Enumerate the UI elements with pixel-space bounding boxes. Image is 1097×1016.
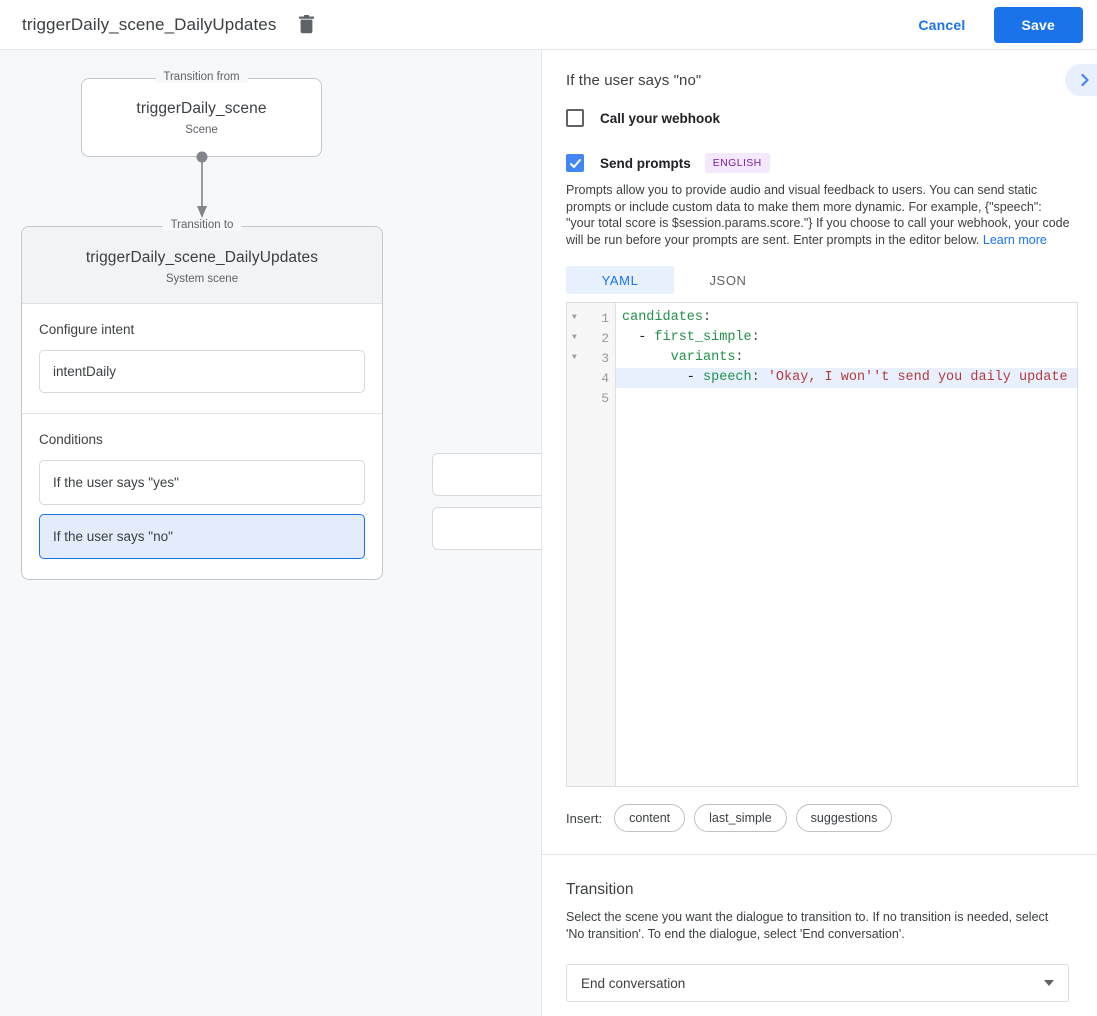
- configure-intent-section: Configure intent intentDaily: [22, 304, 382, 414]
- gutter-line-4: 4: [567, 368, 615, 388]
- language-badge: ENGLISH: [704, 153, 770, 173]
- transition-from-type: Scene: [185, 123, 218, 136]
- call-webhook-checkbox[interactable]: [566, 109, 584, 127]
- gutter-line-1: ▼1: [567, 308, 615, 328]
- editor-gutter: ▼1 ▼2 ▼3 4 5: [567, 303, 616, 786]
- transition-from-node[interactable]: Transition from triggerDaily_scene Scene: [81, 71, 322, 157]
- delete-button[interactable]: [292, 11, 320, 39]
- code-key: first_simple: [654, 330, 752, 345]
- details-panel-scroll[interactable]: If the user says "no" Call your webhook: [542, 50, 1097, 1016]
- insert-chip-last-simple[interactable]: last_simple: [694, 804, 787, 832]
- flow-connector: [196, 151, 208, 218]
- chevron-right-icon: [1081, 73, 1089, 87]
- code-punc: :: [735, 350, 744, 365]
- transition-from-name: triggerDaily_scene: [136, 99, 267, 117]
- top-bar: triggerDaily_scene_DailyUpdates Cancel S…: [0, 0, 1097, 50]
- tab-json[interactable]: JSON: [709, 272, 747, 288]
- insert-row: Insert: content last_simple suggestions: [542, 804, 1097, 832]
- line-number: 1: [601, 310, 609, 326]
- insert-label: Insert:: [566, 810, 603, 826]
- transition-to-name: triggerDaily_scene_DailyUpdates: [85, 249, 319, 266]
- fold-toggle-icon[interactable]: ▼: [572, 353, 577, 362]
- code-key: speech: [703, 370, 752, 385]
- flow-canvas[interactable]: Transition from triggerDaily_scene Scene…: [0, 50, 542, 1016]
- editor-format-tabs: YAML JSON: [566, 266, 1073, 294]
- code-line-2: - first_simple:: [616, 328, 1077, 348]
- line-number: 3: [601, 350, 609, 366]
- line-number: 5: [601, 390, 609, 406]
- code-punc: :: [751, 370, 768, 385]
- gutter-line-3: ▼3: [567, 348, 615, 368]
- prompt-code-editor[interactable]: ▼1 ▼2 ▼3 4 5 candidates: - first_simple:…: [566, 302, 1078, 787]
- page-title: triggerDaily_scene_DailyUpdates: [22, 14, 277, 34]
- fold-toggle-icon[interactable]: ▼: [572, 333, 577, 342]
- details-panel-header: If the user says "no": [542, 50, 1097, 96]
- gutter-line-5: 5: [567, 388, 615, 408]
- transition-to-header[interactable]: triggerDaily_scene_DailyUpdates System s…: [22, 227, 382, 304]
- call-webhook-label: Call your webhook: [600, 110, 721, 126]
- transition-select[interactable]: End conversation: [566, 964, 1069, 1002]
- condition-item-no[interactable]: If the user says "no": [39, 514, 365, 559]
- transition-to-type: System scene: [165, 273, 239, 285]
- line-number: 2: [601, 330, 609, 346]
- code-line-1: candidates:: [616, 308, 1077, 328]
- transition-title: Transition: [566, 881, 634, 898]
- condition-item-yes[interactable]: If the user says "yes": [39, 460, 365, 505]
- send-prompts-row: Send prompts ENGLISH: [542, 153, 1097, 173]
- code-line-5: [616, 388, 1077, 408]
- code-key: variants: [670, 350, 736, 365]
- collapse-panel-button[interactable]: [1065, 64, 1097, 96]
- body-split: Transition from triggerDaily_scene Scene…: [0, 50, 1097, 1016]
- editor-code-area[interactable]: candidates: - first_simple: variants: - …: [616, 303, 1077, 786]
- checkmark-icon: [569, 158, 581, 168]
- section-divider: [542, 854, 1097, 855]
- details-panel-title: If the user says "no": [566, 72, 702, 89]
- code-key: candidates: [622, 310, 704, 325]
- gutter-line-2: ▼2: [567, 328, 615, 348]
- code-line-4: - speech: 'Okay, I won''t send you daily…: [616, 368, 1077, 388]
- tab-yaml[interactable]: YAML: [566, 266, 674, 294]
- conditions-section: Conditions If the user says "yes" If the…: [22, 414, 382, 579]
- trash-icon: [298, 15, 314, 34]
- transition-to-node: Transition to triggerDaily_scene_DailyUp…: [21, 219, 383, 580]
- learn-more-link[interactable]: Learn more: [982, 232, 1047, 247]
- fold-toggle-icon[interactable]: ▼: [572, 313, 577, 322]
- code-indent: -: [622, 370, 704, 385]
- send-prompts-label: Send prompts: [600, 155, 691, 171]
- save-button[interactable]: Save: [993, 6, 1083, 43]
- code-indent: [622, 350, 671, 365]
- transition-to-legend: Transition to: [162, 219, 242, 231]
- configure-intent-label: Configure intent: [39, 322, 135, 337]
- code-punc: :: [751, 330, 760, 345]
- prompts-description: Prompts allow you to provide audio and v…: [542, 182, 1097, 248]
- details-panel: If the user says "no" Call your webhook: [542, 50, 1097, 1016]
- code-punc: :: [703, 310, 712, 325]
- send-prompts-checkbox[interactable]: [566, 154, 584, 172]
- code-indent: -: [622, 330, 655, 345]
- target-node-stub-no[interactable]: [432, 507, 541, 550]
- insert-chip-suggestions[interactable]: suggestions: [795, 804, 893, 832]
- transition-description: Select the scene you want the dialogue t…: [566, 910, 1049, 941]
- webhook-row: Call your webhook: [542, 109, 1097, 127]
- code-value: 'Okay, I won''t send you daily update: [767, 370, 1068, 385]
- prompts-description-text: Prompts allow you to provide audio and v…: [566, 183, 1070, 247]
- cancel-button[interactable]: Cancel: [904, 9, 979, 41]
- intent-field[interactable]: intentDaily: [39, 350, 365, 393]
- transition-section: Transition Select the scene you want the…: [542, 855, 1097, 1002]
- line-number: 4: [601, 370, 609, 386]
- insert-chip-content[interactable]: content: [614, 804, 686, 832]
- code-line-3: variants:: [616, 348, 1077, 368]
- transition-from-legend: Transition from: [155, 71, 248, 83]
- chevron-down-icon: [1044, 980, 1054, 986]
- transition-select-value: End conversation: [581, 975, 686, 991]
- conditions-label: Conditions: [39, 432, 103, 447]
- target-node-stub-yes[interactable]: [432, 453, 541, 496]
